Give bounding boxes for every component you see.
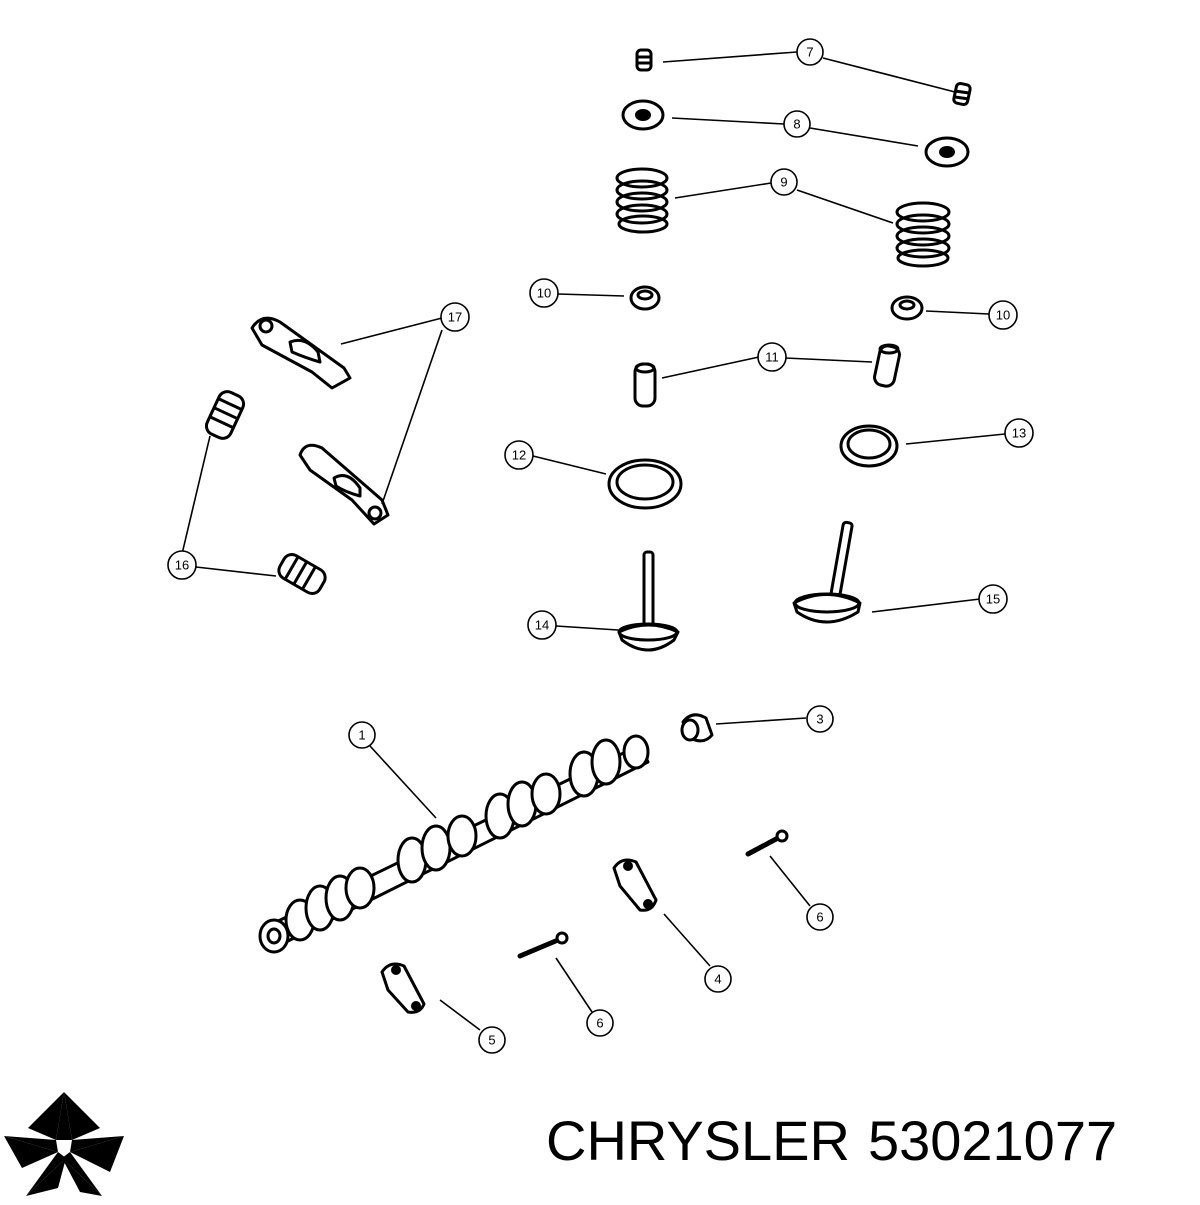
callout-1: 1	[348, 721, 376, 749]
callout-10-right: 10	[988, 300, 1018, 330]
camshaft-bearing-cap-right	[612, 858, 658, 912]
svg-text:8: 8	[793, 117, 800, 132]
valve-spring-right	[895, 201, 951, 268]
svg-text:10: 10	[537, 286, 551, 301]
svg-text:3: 3	[816, 712, 823, 727]
callout-9: 9	[770, 168, 798, 196]
callout-12: 12	[504, 440, 534, 470]
bearing-cap-bolt-right	[745, 829, 789, 857]
valve-spring-left	[615, 167, 669, 234]
pentastar-logo-icon	[0, 1088, 128, 1200]
callout-15: 15	[978, 584, 1008, 614]
svg-text:9: 9	[780, 175, 787, 190]
valve-guide-right	[873, 343, 901, 388]
svg-text:16: 16	[175, 558, 189, 573]
callout-5: 5	[478, 1026, 506, 1054]
valve-seat-ring-right	[839, 424, 899, 468]
leader-lines	[181, 51, 1006, 1031]
svg-text:10: 10	[996, 308, 1010, 323]
camshaft-plug	[680, 713, 714, 743]
valve-stem-seal-right	[890, 295, 924, 321]
callout-4: 4	[704, 965, 732, 993]
callout-6-right: 6	[806, 903, 834, 931]
callout-17: 17	[440, 302, 470, 332]
svg-text:17: 17	[448, 310, 462, 325]
callout-16: 16	[167, 550, 197, 580]
spring-retainer-right	[924, 136, 970, 168]
bearing-cap-bolt-left	[517, 931, 569, 959]
rocker-arm-lower	[298, 443, 390, 526]
svg-text:6: 6	[816, 910, 823, 925]
valve-keeper-left	[635, 48, 653, 72]
svg-text:11: 11	[765, 350, 779, 365]
callout-7: 7	[796, 38, 824, 66]
valve-seat-ring-left	[607, 458, 683, 510]
spring-retainer-left	[621, 99, 665, 131]
svg-text:13: 13	[1012, 426, 1026, 441]
svg-text:6: 6	[596, 1016, 603, 1031]
callout-10-left: 10	[529, 278, 559, 308]
brand-name: CHRYSLER	[546, 1109, 850, 1172]
callout-11: 11	[757, 342, 787, 372]
intake-valve	[617, 550, 680, 652]
callout-3: 3	[806, 705, 834, 733]
svg-text:4: 4	[714, 972, 721, 987]
callout-6-left: 6	[586, 1009, 614, 1037]
camshaft	[258, 734, 650, 954]
valve-keeper-right	[952, 82, 972, 106]
lash-adjuster-lower	[277, 553, 327, 595]
callout-14: 14	[527, 610, 557, 640]
svg-text:15: 15	[986, 592, 1000, 607]
svg-text:7: 7	[806, 45, 813, 60]
exhaust-valve	[792, 520, 862, 624]
callout-13: 13	[1004, 418, 1034, 448]
svg-text:5: 5	[488, 1033, 495, 1048]
svg-text:12: 12	[512, 448, 526, 463]
valve-guide-left	[633, 362, 657, 408]
brand-part-number-label: CHRYSLER 53021077	[546, 1108, 1135, 1173]
valve-stem-seal-left	[629, 285, 661, 311]
callout-8: 8	[783, 110, 811, 138]
svg-text:14: 14	[535, 618, 549, 633]
lash-adjuster-upper	[204, 390, 246, 440]
rocker-arm-upper	[250, 316, 352, 390]
part-number: 53021077	[867, 1109, 1118, 1172]
camshaft-bearing-cap-left	[380, 962, 426, 1014]
svg-text:1: 1	[358, 728, 365, 743]
